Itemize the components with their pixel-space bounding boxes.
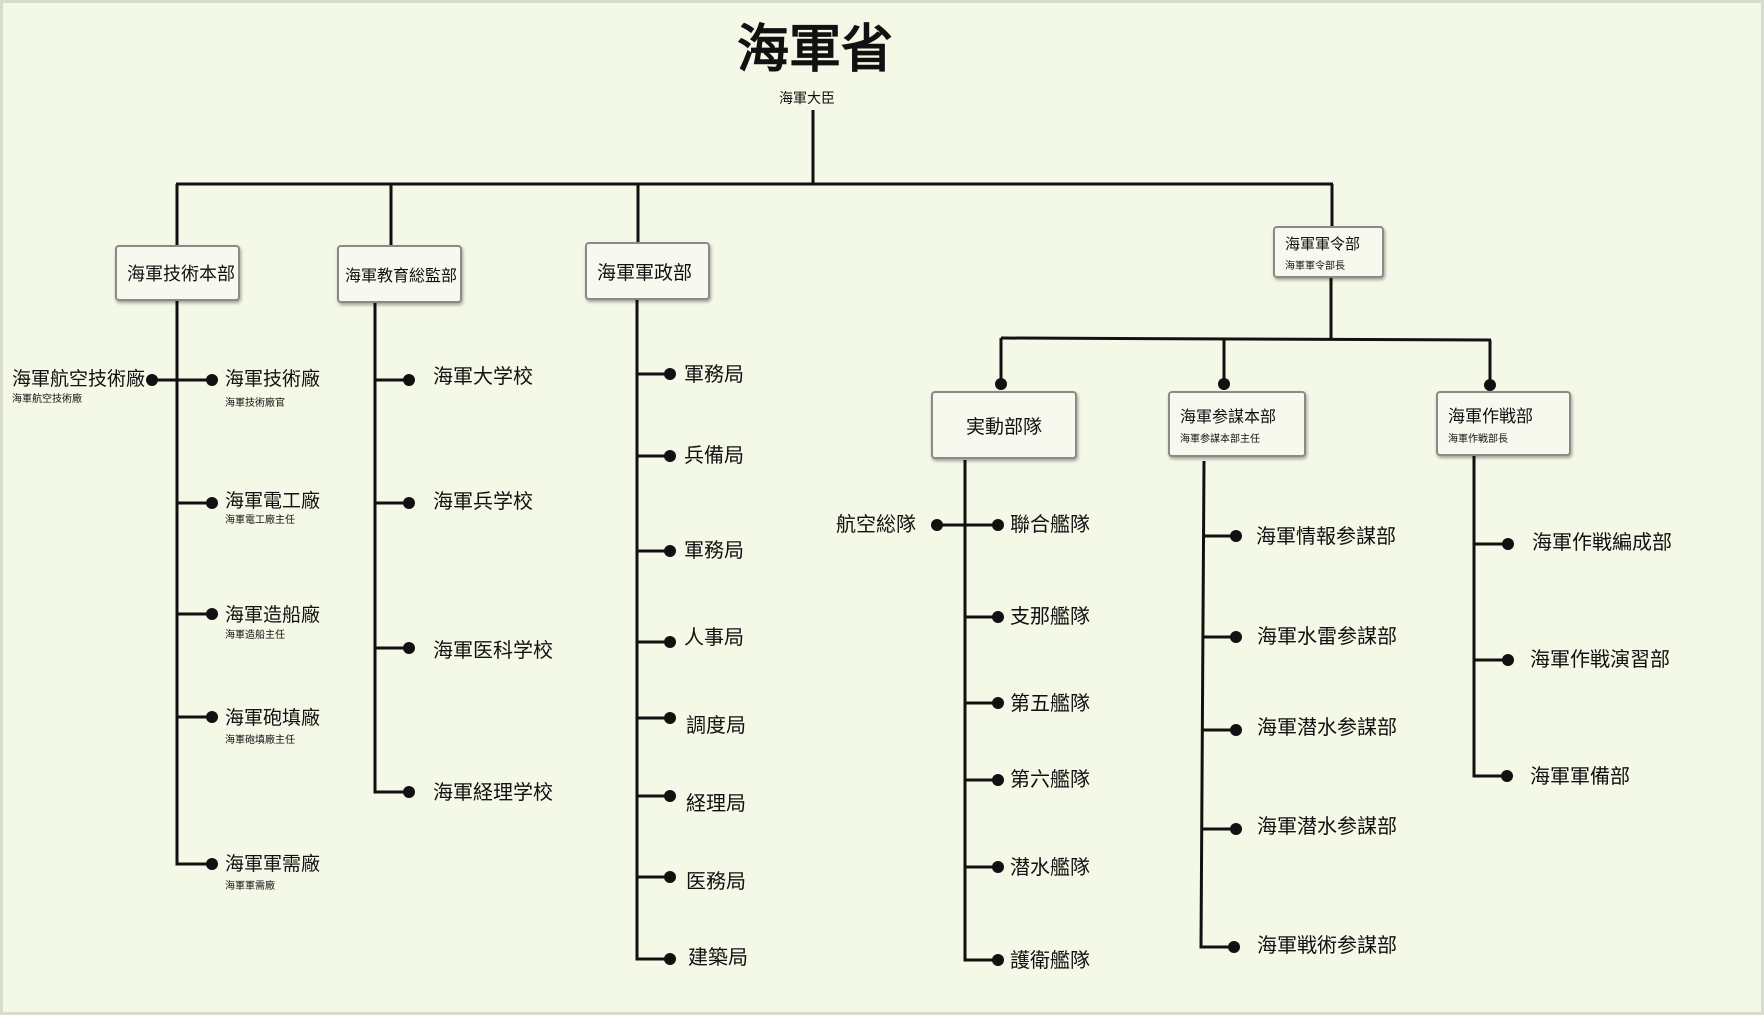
tech-headquarters-label: 海軍技術本部: [127, 264, 235, 285]
naval-command-sub: 海軍軍令部長: [1285, 260, 1345, 272]
edu-school-label: 海軍大学校: [433, 364, 533, 388]
ops-section-label: 海軍作戦演習部: [1530, 647, 1670, 671]
admin-bureau-label: 建築局: [688, 945, 748, 969]
fleet-label: 聯合艦隊: [1010, 512, 1090, 536]
administration-box: 海軍軍政部: [585, 242, 710, 300]
staff-department-label: 海軍水雷参謀部: [1257, 624, 1397, 648]
general-staff-label: 海軍参謀本部: [1180, 407, 1277, 426]
tech-item-sub: 海軍砲填廠主任: [225, 735, 295, 746]
tech-aviation-label: 海軍航空技術廠: [12, 368, 146, 390]
root-title: 海軍省: [737, 20, 894, 80]
admin-bureau-label: 軍務局: [684, 538, 744, 562]
education-headquarters-box: 海軍教育総監部: [337, 245, 462, 303]
tech-item-sub: 海軍造船主任: [225, 630, 285, 641]
naval-command-label: 海軍軍令部: [1285, 234, 1361, 253]
admin-bureau-label: 医務局: [686, 869, 746, 893]
admin-bureau-label: 兵備局: [684, 443, 744, 467]
tech-item-sub: 海軍軍需廠: [225, 881, 275, 892]
administration-label: 海軍軍政部: [597, 261, 693, 284]
tech-item-sub: 海軍電工廠主任: [225, 515, 295, 526]
fleet-label: 第六艦隊: [1010, 767, 1090, 791]
tech-headquarters-box: 海軍技術本部: [115, 245, 240, 301]
tech-item-label: 海軍造船廠: [225, 604, 321, 626]
operational-forces-box: 実動部隊: [931, 391, 1077, 459]
admin-bureau-label: 人事局: [684, 625, 744, 649]
ops-section-label: 海軍作戦編成部: [1532, 530, 1672, 554]
admin-bureau-label: 軍務局: [684, 362, 744, 386]
admin-bureau-label: 経理局: [686, 791, 746, 815]
edu-school-label: 海軍兵学校: [433, 489, 533, 513]
tech-item-label: 海軍技術廠: [225, 368, 321, 390]
fleet-label: 護衛艦隊: [1010, 948, 1090, 972]
tech-item-label: 海軍砲填廠: [225, 707, 321, 729]
operations-department-label: 海軍作戦部: [1448, 407, 1533, 427]
tech-aviation-sub: 海軍航空技術廠: [12, 394, 82, 405]
general-staff-sub: 海軍参謀本部主任: [1180, 434, 1260, 445]
edu-school-label: 海軍経理学校: [433, 780, 553, 804]
tech-item-label: 海軍電工廠: [225, 490, 321, 512]
operational-forces-label: 実動部隊: [965, 415, 1042, 438]
root-subtitle: 海軍大臣: [779, 91, 835, 107]
edu-school-label: 海軍医科学校: [433, 638, 553, 662]
air-general-fleet-label: 航空総隊: [836, 512, 916, 536]
staff-department-label: 海軍潜水参謀部: [1257, 715, 1397, 739]
operations-department-sub: 海軍作戦部長: [1448, 434, 1508, 445]
tech-item-label: 海軍軍需廠: [225, 853, 321, 875]
education-headquarters-label: 海軍教育総監部: [345, 266, 458, 285]
general-staff-box: 海軍参謀本部 海軍参謀本部主任: [1168, 391, 1306, 457]
tech-item-sub: 海軍技術廠官: [225, 398, 285, 409]
fleet-label: 潜水艦隊: [1010, 855, 1090, 879]
staff-department-label: 海軍情報参謀部: [1256, 524, 1396, 548]
fleet-label: 支那艦隊: [1010, 604, 1090, 628]
ops-section-label: 海軍軍備部: [1530, 764, 1630, 788]
fleet-label: 第五艦隊: [1010, 691, 1090, 715]
staff-department-label: 海軍戦術参謀部: [1257, 933, 1397, 957]
staff-department-label: 海軍潜水参謀部: [1257, 814, 1397, 838]
admin-bureau-label: 調度局: [686, 713, 746, 737]
naval-command-box: 海軍軍令部 海軍軍令部長: [1273, 226, 1384, 278]
operations-department-box: 海軍作戦部 海軍作戦部長: [1436, 391, 1571, 456]
